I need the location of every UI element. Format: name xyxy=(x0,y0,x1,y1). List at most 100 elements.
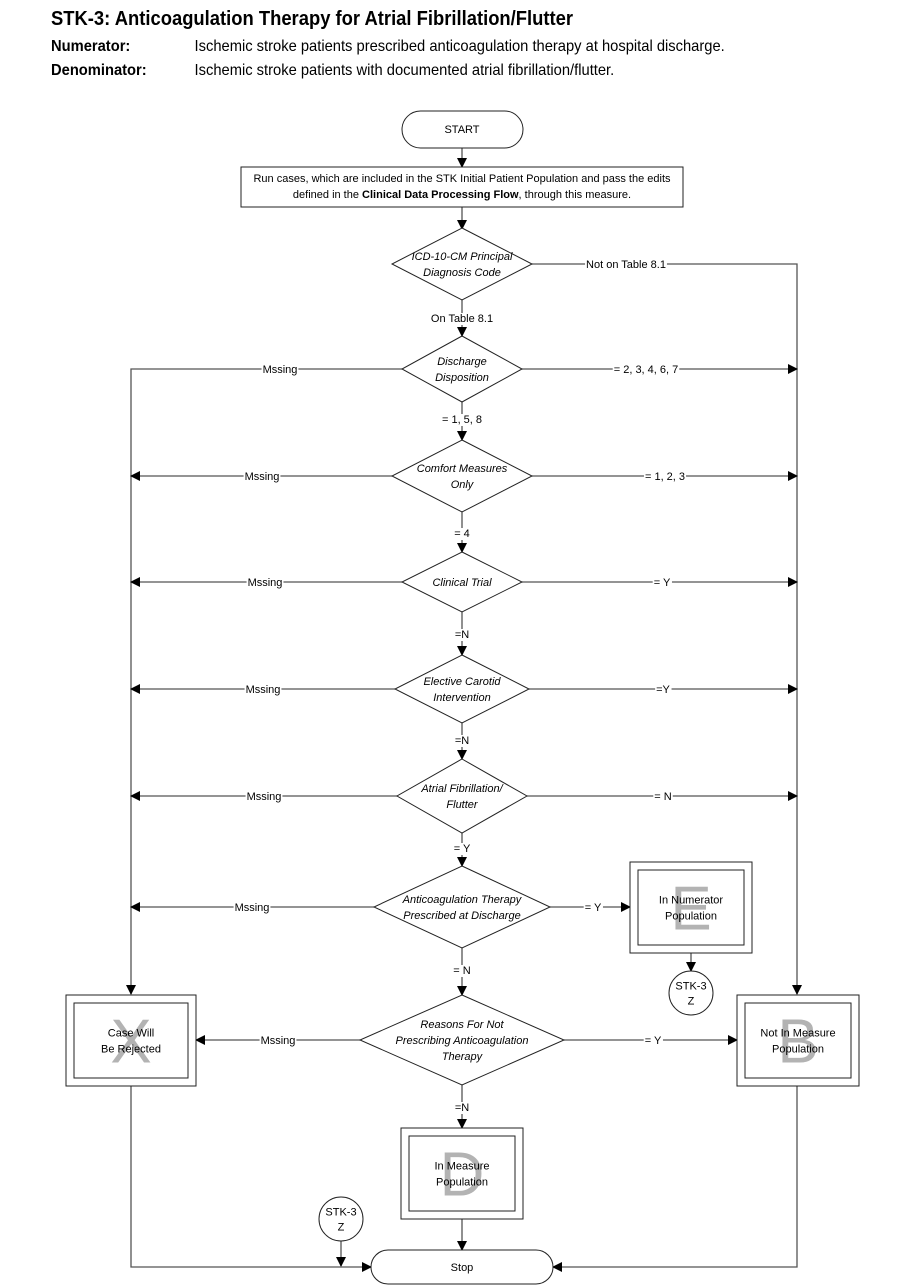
edge-label-bg xyxy=(233,902,271,914)
numerator-box-category-letter: E xyxy=(670,875,711,944)
decision-reasons xyxy=(358,994,566,1086)
edge-label-bg xyxy=(246,577,284,589)
edge-label-bg xyxy=(652,577,672,589)
numerator-label: Numerator: xyxy=(51,38,131,55)
connector-numerator-label: STK-3 xyxy=(675,981,706,993)
stop-terminal xyxy=(370,1249,554,1285)
decision-carotid-left-label: Mssing xyxy=(246,684,281,696)
connector-numerator-label: Z xyxy=(688,996,695,1008)
decision-reasons-label: Prescribing Anticoagulation xyxy=(396,1035,529,1047)
decision-afib-label: Flutter xyxy=(446,799,479,811)
edge-label-bg xyxy=(453,1102,471,1114)
in-measure-box-label: Population xyxy=(436,1177,488,1189)
denominator-label: Denominator: xyxy=(51,62,147,79)
start-terminal xyxy=(401,110,524,149)
denominator-row: Denominator: Ischemic stroke patients wit… xyxy=(51,62,614,80)
page-title: STK-3: Anticoagulation Therapy for Atria… xyxy=(51,8,574,30)
edge-label-bg xyxy=(612,364,680,376)
numerator-row: Numerator: Ischemic stroke patients presc… xyxy=(51,38,725,56)
decision-afib-left-label: Mssing xyxy=(247,791,282,803)
decision-comfort-label: Only xyxy=(451,479,475,491)
decision-icd-label: Diagnosis Code xyxy=(423,267,501,279)
process-text-line1: Run cases, which are included in the STK… xyxy=(253,173,671,185)
edge-label-bg xyxy=(243,471,281,483)
decision-carotid-label: Intervention xyxy=(433,692,490,704)
decision-afib-label: Atrial Fibrillation/ xyxy=(420,783,503,795)
decision-anticoag-label: Anticoagulation Therapy xyxy=(402,894,523,906)
decision-afib xyxy=(395,758,529,834)
edge-label-bg xyxy=(655,684,672,696)
numerator-box-label: Population xyxy=(665,911,717,923)
decision-discharge xyxy=(400,335,524,403)
decision-anticoag-left-label: Mssing xyxy=(235,902,270,914)
not-in-measure-to-stop-arrow xyxy=(552,1086,798,1272)
not-in-measure-box-label: Population xyxy=(772,1044,824,1056)
decision-carotid-label: Elective Carotid xyxy=(423,676,501,688)
decision-trial xyxy=(400,551,524,613)
decision-carotid-down-label: =N xyxy=(455,735,469,747)
decision-discharge-right-label: = 2, 3, 4, 6, 7 xyxy=(614,364,679,376)
edge-label-bg xyxy=(643,1035,663,1047)
decision-reasons-down-label: =N xyxy=(455,1102,469,1114)
decision-reasons-label: Therapy xyxy=(442,1051,484,1063)
process-box xyxy=(240,166,684,208)
edge-label-bg xyxy=(643,471,687,483)
decision-icd-label: ICD-10-CM Principal xyxy=(412,251,513,263)
decision-discharge-label: Disposition xyxy=(435,372,489,384)
decision-discharge-left-edge xyxy=(126,368,402,995)
decision-icd-down-label: On Table 8.1 xyxy=(431,313,493,325)
edge-label-bg xyxy=(653,791,673,803)
edge-label-bg xyxy=(429,313,495,325)
in-measure-box-label: In Measure xyxy=(434,1161,489,1173)
rejected-to-stop-arrow xyxy=(130,1086,372,1272)
stop-label: Stop xyxy=(451,1262,474,1274)
rejected-box-label: Be Rejected xyxy=(101,1044,161,1056)
decision-anticoag xyxy=(372,865,552,949)
edge-label-bg xyxy=(583,902,603,914)
connector-stop-label: Z xyxy=(338,1222,345,1234)
nodes: START Run cases, which are included in th… xyxy=(65,110,860,1285)
denominator-text: Ischemic stroke patients with documented… xyxy=(194,62,615,79)
decision-reasons-label: Reasons For Not xyxy=(420,1019,504,1031)
edge-label-bg xyxy=(259,1035,297,1047)
rejected-box-label: Case Will xyxy=(108,1028,154,1040)
edge-labels: On Table 8.1 Not on Table 8.1 = 1, 5, 8 = 2… xyxy=(233,259,687,1114)
edge-label-bg xyxy=(452,965,472,977)
decision-comfort xyxy=(390,439,534,513)
decision-anticoag-label: Prescribed at Discharge xyxy=(403,910,520,922)
connector-numerator xyxy=(668,970,714,1016)
process-text-line2: defined in the Clinical Data Processing … xyxy=(293,189,631,201)
edge-label-bg xyxy=(245,791,283,803)
in-measure-box-category-letter: D xyxy=(440,1141,485,1210)
decision-trial-right-label: = Y xyxy=(654,577,671,589)
decision-anticoag-down-label: = N xyxy=(453,965,470,977)
connector-stop xyxy=(318,1196,364,1242)
decision-icd-right-label: Not on Table 8.1 xyxy=(586,259,666,271)
start-label: START xyxy=(444,124,479,136)
decision-anticoag-right-label: = Y xyxy=(585,902,602,914)
numerator-text: Ischemic stroke patients prescribed anti… xyxy=(194,38,725,55)
decision-comfort-left-label: Mssing xyxy=(245,471,280,483)
decision-trial-down-label: =N xyxy=(455,629,469,641)
decision-afib-right-label: = N xyxy=(654,791,671,803)
decision-comfort-label: Comfort Measures xyxy=(417,463,508,475)
not-in-measure-box-label: Not In Measure xyxy=(760,1028,835,1040)
edge-label-bg xyxy=(585,259,667,271)
decision-discharge-down-label: = 1, 5, 8 xyxy=(442,414,482,426)
edge-label-bg xyxy=(261,364,299,376)
edge-label-bg xyxy=(453,629,471,641)
decision-afib-down-label: = Y xyxy=(454,843,471,855)
decision-icd xyxy=(390,227,534,301)
decision-comfort-right-label: = 1, 2, 3 xyxy=(645,471,685,483)
decision-trial-left-label: Mssing xyxy=(248,577,283,589)
edge-label-bg xyxy=(440,414,484,426)
connector-stop-label: STK-3 xyxy=(325,1207,356,1219)
rejected-box-inner xyxy=(73,1002,189,1079)
decision-carotid-right-label: =Y xyxy=(656,684,670,696)
decision-reasons-left-label: Mssing xyxy=(261,1035,296,1047)
not-in-measure-box-inner xyxy=(744,1002,852,1079)
decision-trial-label: Clinical Trial xyxy=(432,577,492,589)
numerator-box-inner xyxy=(637,869,745,946)
edge-label-bg xyxy=(453,735,471,747)
